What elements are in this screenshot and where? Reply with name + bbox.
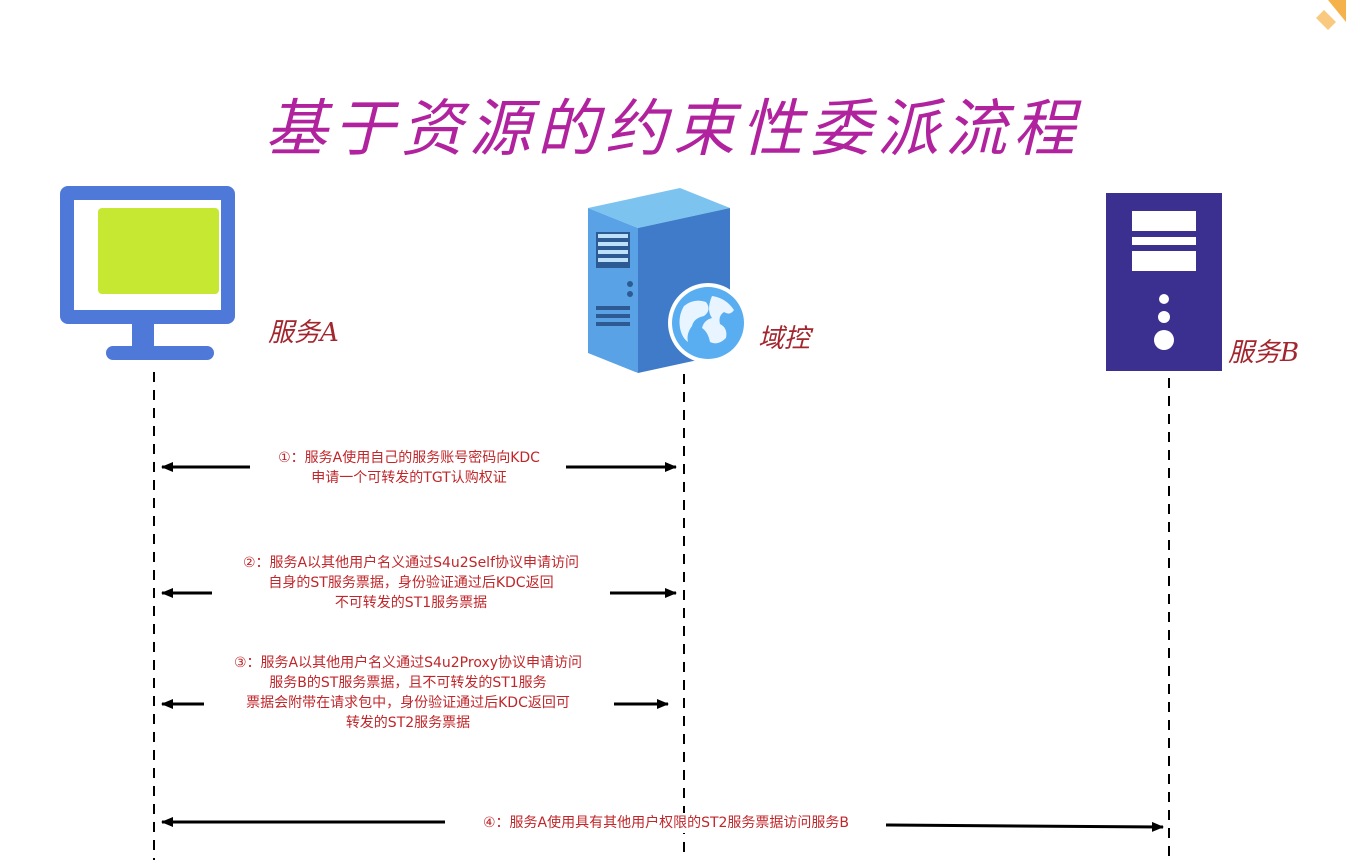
message-1: ①：服务A使用自己的服务账号密码向KDC 申请一个可转发的TGT认购权证 <box>254 448 564 488</box>
corner-decoration <box>1316 0 1346 30</box>
message-line: ④：服务A使用具有其他用户权限的ST2服务票据访问服务B <box>482 815 850 831</box>
actor-label-service-a: 服务A <box>268 318 339 348</box>
diagram-title: 基于资源的约束性委派流程 <box>264 92 1081 165</box>
monitor-icon <box>60 186 235 360</box>
message-2: ②：服务A以其他用户名义通过S4u2Self协议申请访问 自身的ST服务票据，身… <box>214 553 608 613</box>
message-line: 自身的ST服务票据，身份验证通过后KDC返回 <box>268 575 554 591</box>
message-line: ①：服务A使用自己的服务账号密码向KDC <box>278 450 540 466</box>
message-line: 服务B的ST服务票据，且不可转发的ST1服务 <box>269 675 547 691</box>
message-line: ②：服务A以其他用户名义通过S4u2Self协议申请访问 <box>242 555 580 571</box>
message-line: 转发的ST2服务票据 <box>345 715 471 731</box>
message-line: 申请一个可转发的TGT认购权证 <box>311 470 507 486</box>
server-b-icon <box>1106 193 1222 371</box>
arrow-4-right <box>885 821 1164 832</box>
actor-label-service-b: 服务B <box>1228 338 1300 368</box>
actor-label-kdc: 域控 <box>758 324 811 354</box>
message-4: ④：服务A使用具有其他用户权限的ST2服务票据访问服务B <box>448 813 884 833</box>
message-3: ③：服务A以其他用户名义通过S4u2Proxy协议申请访问 服务B的ST服务票据… <box>204 653 612 733</box>
message-line: 票据会附带在请求包中，身份验证通过后KDC返回可 <box>246 695 570 711</box>
message-line: 不可转发的ST1服务票据 <box>334 595 488 611</box>
message-line: ③：服务A以其他用户名义通过S4u2Proxy协议申请访问 <box>233 655 583 671</box>
server-globe-icon <box>588 188 748 373</box>
